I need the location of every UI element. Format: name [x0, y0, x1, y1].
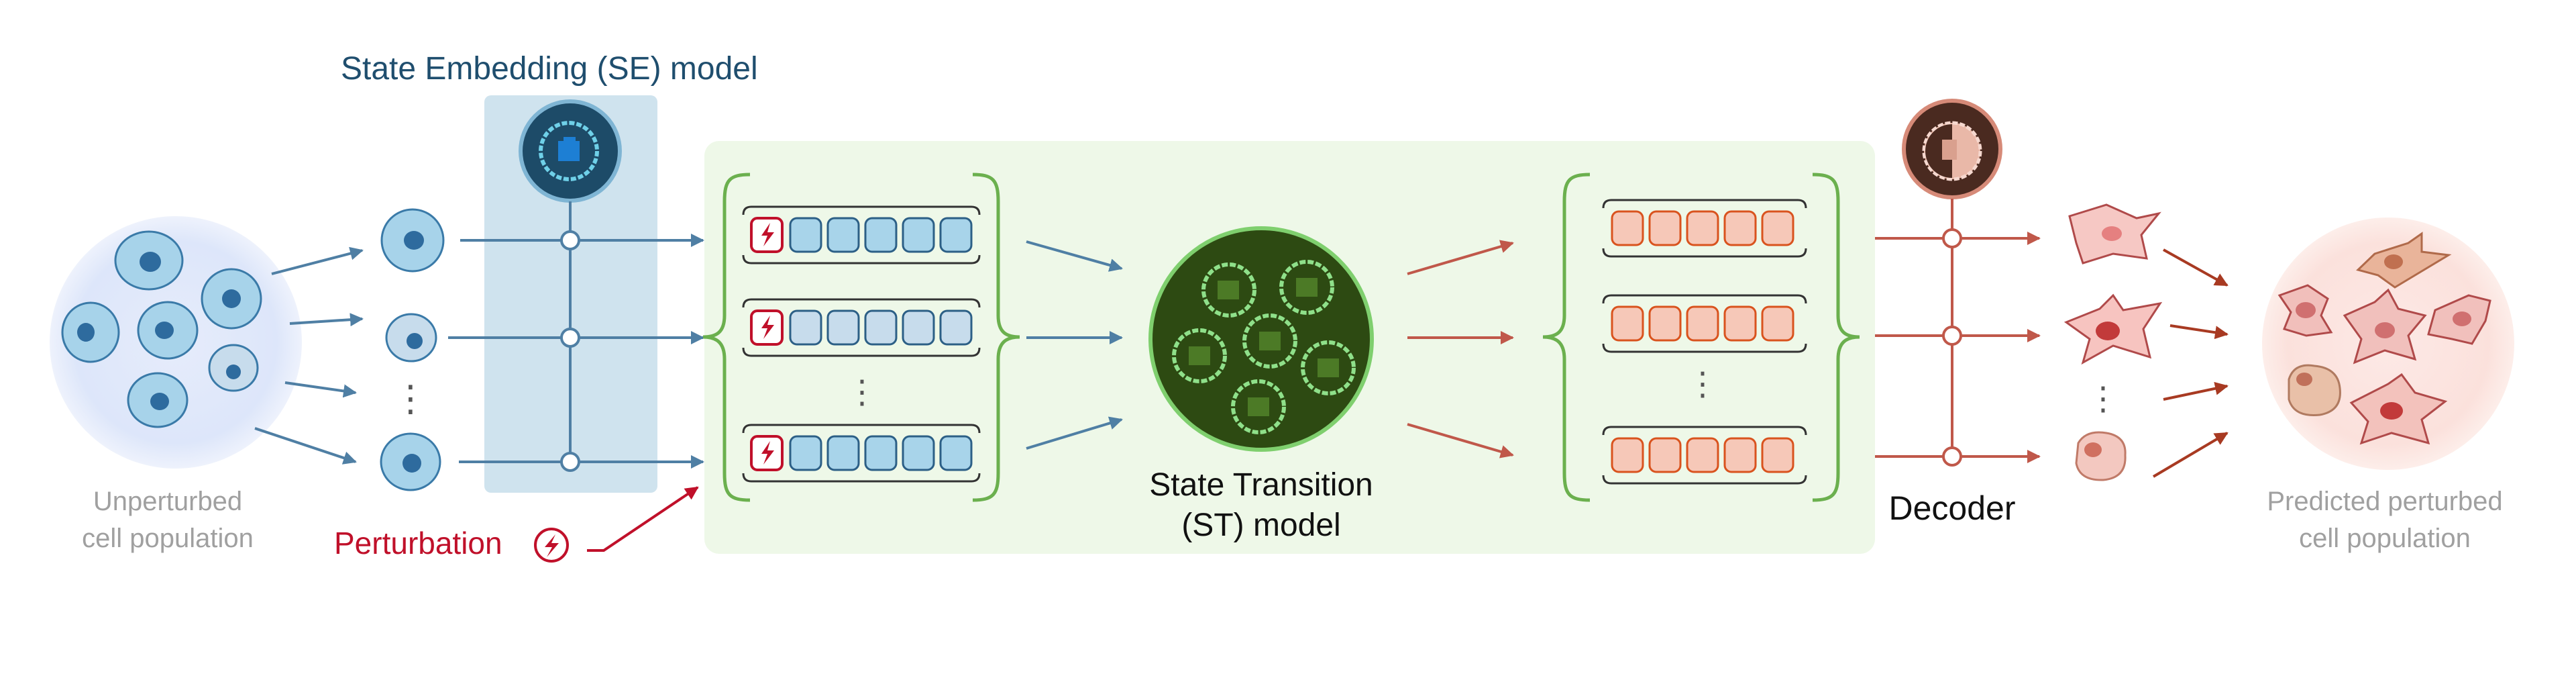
cell	[61, 301, 120, 363]
predicted-cell	[2288, 364, 2341, 417]
input-cell	[380, 208, 445, 273]
embedding-cell-icon	[519, 99, 622, 203]
output-cells-ellipsis: ⋮	[2087, 381, 2119, 417]
st-cell	[1301, 340, 1356, 395]
output-token-row	[1602, 426, 1807, 485]
input-cell	[380, 432, 441, 491]
st-model-label-line1: State Transition	[1149, 467, 1373, 503]
st-cell	[1242, 313, 1297, 369]
se-junction	[560, 230, 580, 250]
perturbation-arrow	[587, 486, 699, 552]
output-brace-left	[1542, 173, 1591, 502]
predicted-label-line1: Predicted perturbed	[2267, 487, 2502, 516]
input-cells-ellipsis: ⋮	[392, 379, 429, 419]
se-model-title: State Embedding (SE) model	[341, 51, 758, 87]
token-row	[742, 424, 981, 483]
output-cell	[2063, 293, 2163, 365]
decoder-cell-icon	[1902, 99, 2002, 199]
st-cell	[1201, 262, 1256, 318]
output-rows-ellipsis: ⋮	[1686, 367, 1719, 402]
perturbation-label: Perturbation	[334, 526, 502, 561]
predicted-cell	[2356, 232, 2452, 289]
unperturbed-label-line2: cell population	[82, 524, 254, 553]
token-row	[742, 298, 981, 357]
st-model-label-line2: (ST) model	[1181, 508, 1340, 543]
output-cell	[2068, 203, 2161, 264]
cell	[201, 268, 262, 330]
cell	[127, 372, 189, 428]
cell	[208, 344, 259, 392]
se-junction	[560, 328, 580, 348]
decoder-label: Decoder	[1889, 489, 2016, 527]
st-cell	[1172, 328, 1227, 383]
predicted-population	[2262, 218, 2514, 470]
left-input-brace	[702, 173, 751, 502]
output-cell	[2075, 431, 2127, 481]
output-token-row	[1602, 294, 1807, 353]
st-input-arrows	[1026, 240, 1123, 450]
predicted-cell	[2427, 294, 2491, 345]
token-rows-ellipsis: ⋮	[846, 375, 878, 410]
st-model-core	[1148, 226, 1374, 452]
lightning-icon	[534, 528, 569, 563]
unperturbed-population	[50, 216, 302, 469]
decoder-junction	[1942, 228, 1962, 248]
predicted-cell	[2343, 288, 2427, 365]
token-row	[742, 205, 981, 264]
unperturbed-label-line1: Unperturbed	[93, 487, 242, 516]
predicted-label-line2: cell population	[2299, 524, 2471, 553]
output-brace-right	[1812, 173, 1860, 502]
output-token-row	[1602, 199, 1807, 258]
predicted-cell	[2349, 373, 2448, 445]
predicted-cell	[2277, 284, 2333, 337]
input-arrows	[254, 246, 364, 465]
output-arrows	[2152, 248, 2229, 478]
se-junction	[560, 452, 580, 472]
left-input-brace-right	[972, 173, 1020, 502]
input-cell	[385, 313, 437, 363]
st-output-arrows	[1407, 240, 1514, 458]
st-cell	[1279, 260, 1334, 315]
st-cell	[1231, 379, 1286, 434]
cell	[137, 301, 199, 360]
cell	[114, 230, 184, 291]
decoder-junction	[1942, 326, 1962, 346]
decoder-junction	[1942, 446, 1962, 467]
